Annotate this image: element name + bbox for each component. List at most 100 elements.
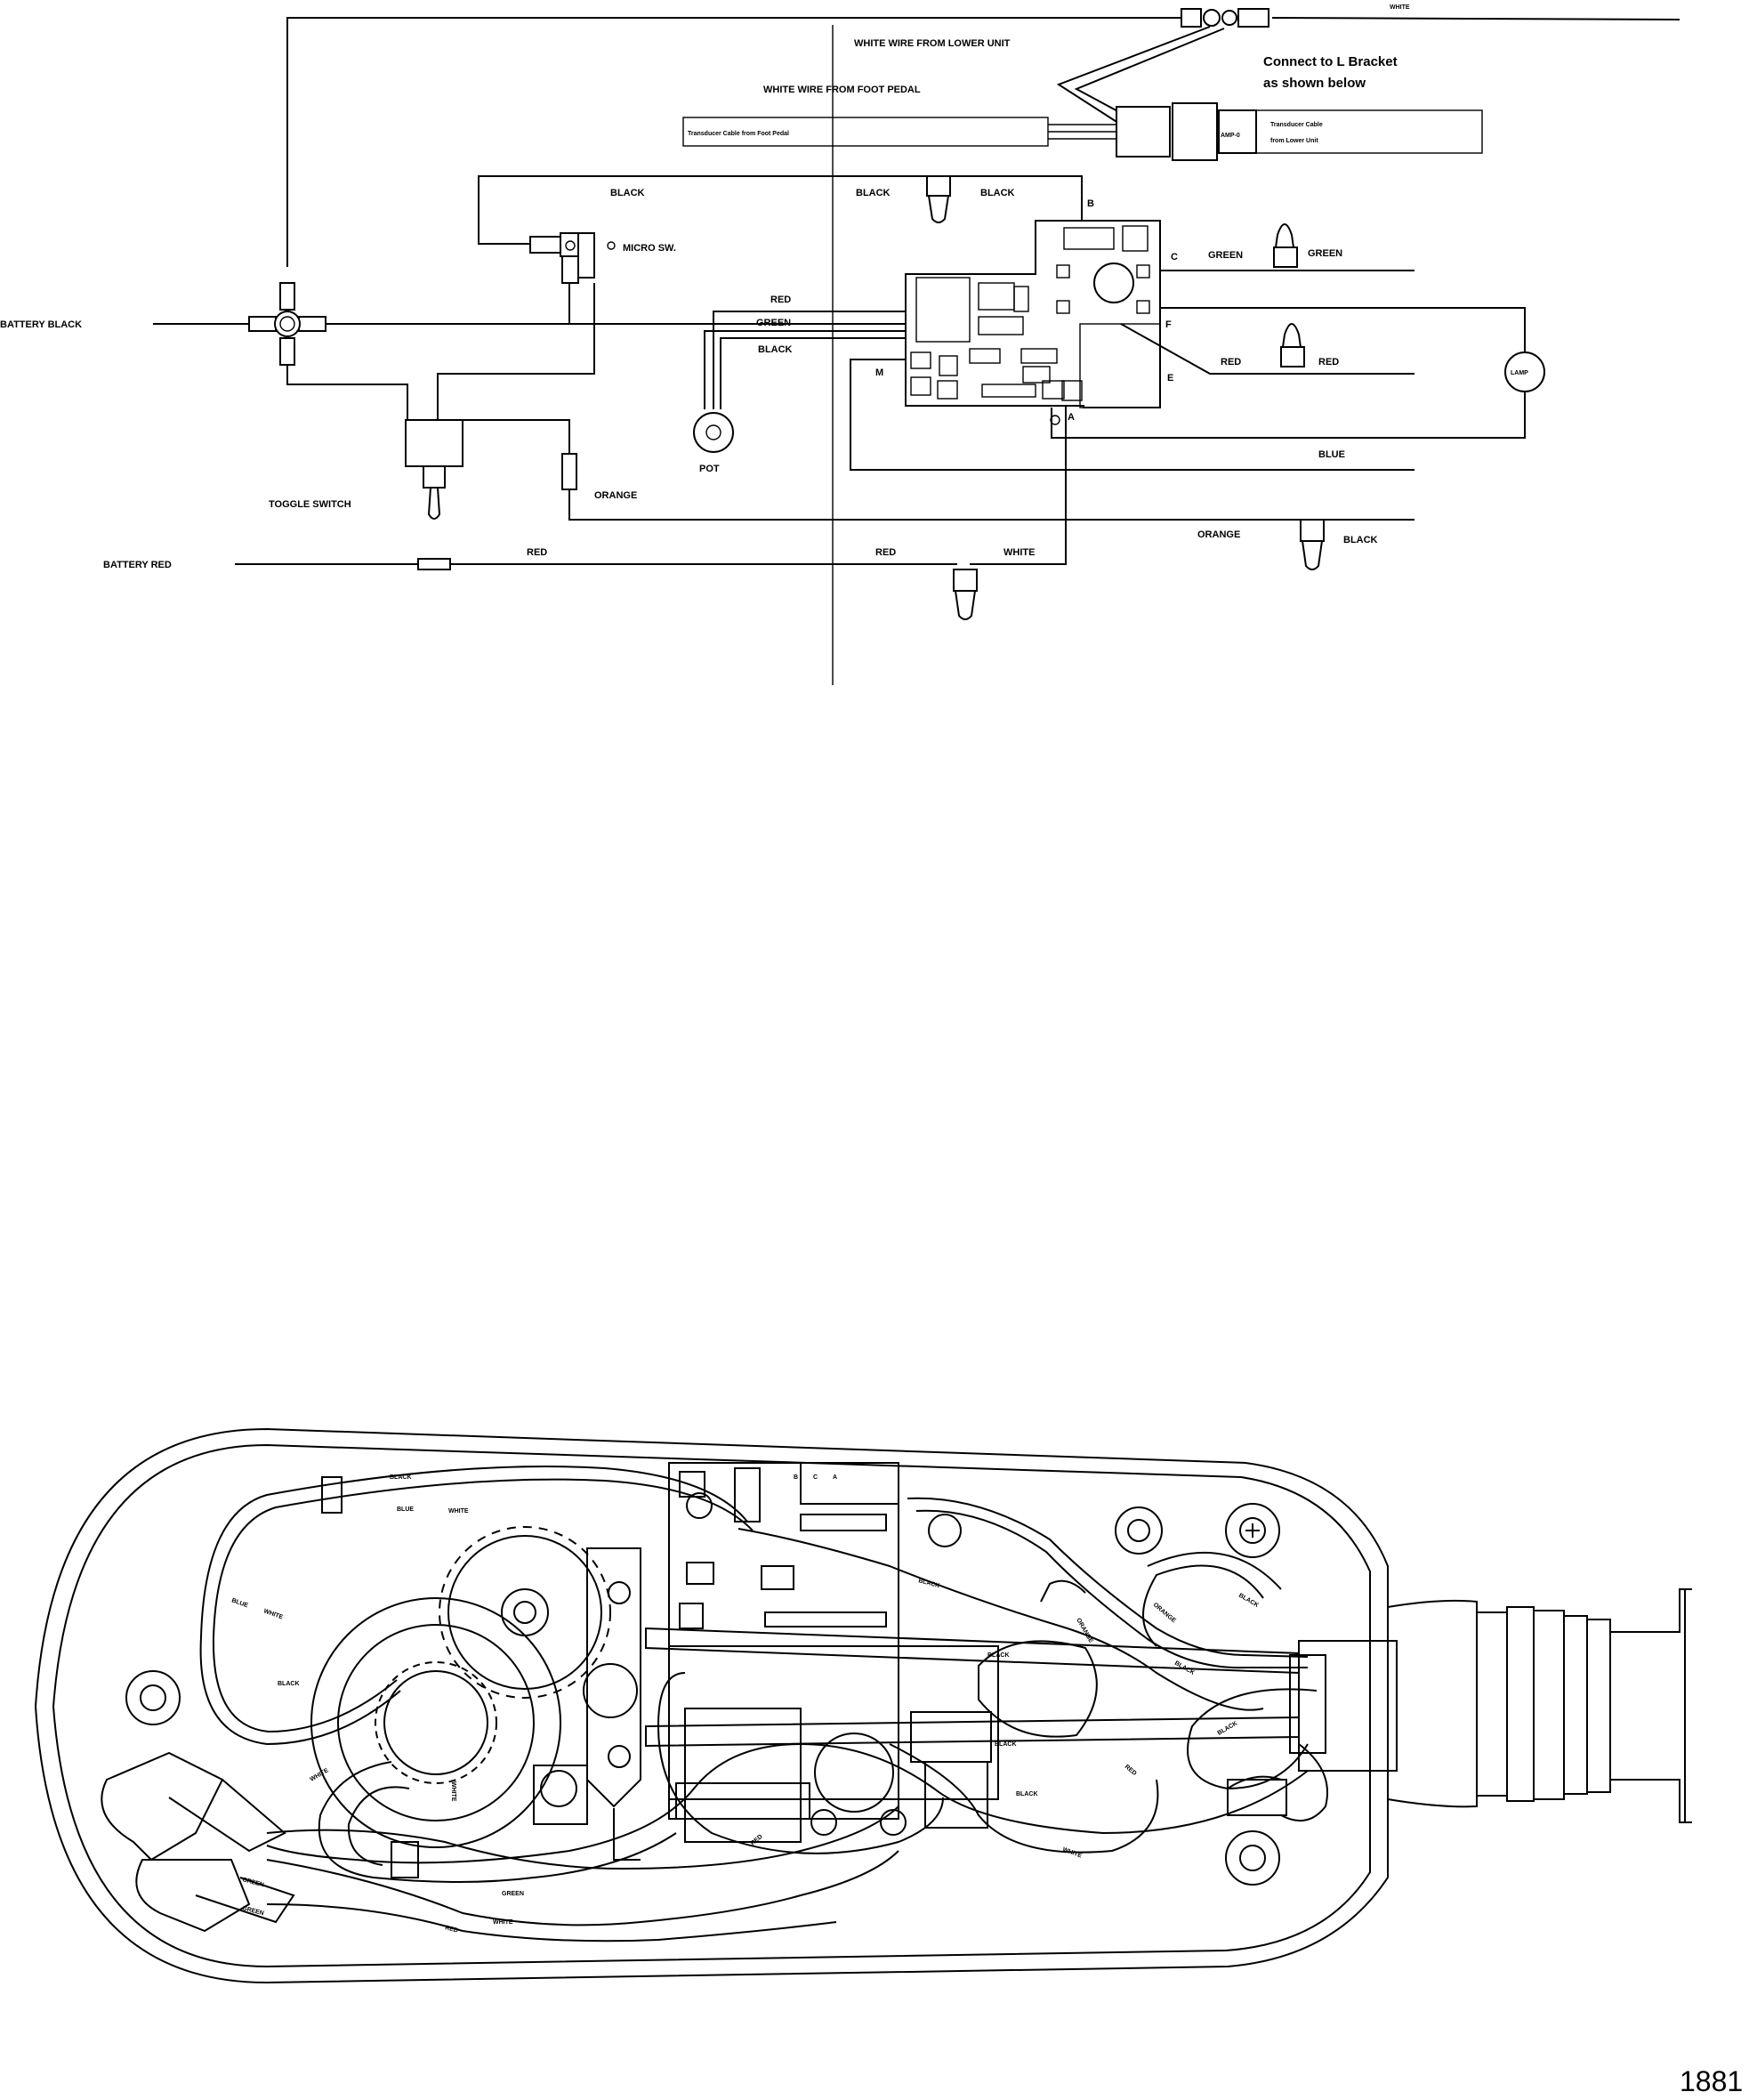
label-orange-left: ORANGE [594,490,637,501]
label-pot: POT [699,464,720,474]
lamp: LAMP [1504,351,1545,392]
h-label-white-2: WHITE [262,1608,284,1620]
h-label-black-1: BLACK [390,1474,412,1481]
h-label-blue-1: BLUE [397,1506,414,1513]
drive-gear [310,1526,611,1848]
micro-switch: MICRO SW. [529,232,676,284]
h-label-black-4: BLACK [987,1652,1010,1659]
label-amp: AMP-0 [1221,133,1240,139]
housing-drawing: B C A [34,1427,1692,1984]
h-label-white-5: WHITE [493,1919,513,1926]
h-label-black-9: BLACK [1217,1720,1239,1736]
junction-connector [248,282,326,366]
toggle-switch: TOGGLE SWITCH [269,419,463,520]
h-label-black-7: BLACK [1237,1593,1260,1609]
left-connectors [101,1476,1326,1933]
pot-wire-green [704,330,906,409]
h-label-black-2: BLACK [278,1681,300,1687]
terminal-e: E [1167,373,1173,384]
circuit-board: B C F E A M [875,198,1178,425]
terminal-a: A [1068,412,1075,423]
label-green-c1: GREEN [1208,250,1243,261]
white-bottom-wire [970,392,1067,565]
transducer-cable-right: Transducer Cable from Lower Unit [1255,109,1483,154]
h-label-black-5: BLACK [995,1741,1017,1748]
housing-circuit-board: B C A [668,1462,999,1843]
h-label-orange-1: ORANGE [1075,1618,1094,1644]
diag-wire-2 [1074,28,1225,115]
h-label-black-6: BLACK [1016,1791,1038,1797]
label-toggle-switch: TOGGLE SWITCH [269,499,351,510]
h-label-white-4: WHITE [450,1781,456,1802]
white-wire-top [286,17,1183,267]
lamp-loop-wire [1051,307,1526,439]
housing-wires [199,1466,1328,1942]
label-red-bottom1: RED [527,547,547,558]
label-white-bottom: WHITE [1003,547,1035,558]
label-connect-line1: Connect to L Bracket [1263,54,1398,69]
board-label-a: A [833,1474,837,1481]
h-label-red-2: RED [750,1834,764,1847]
terminal-m: M [875,368,883,378]
h-label-green-1: GREEN [241,1877,264,1888]
board-label-c: C [813,1474,818,1481]
label-transducer-right-1: Transducer Cable [1270,122,1323,128]
cable-bundle [645,1627,1300,1748]
label-red-pot: RED [770,295,791,305]
schematic: WHITE WHITE WIRE FROM LOWER UNIT WHITE W… [0,4,1680,685]
label-black-top-left: BLACK [610,188,645,198]
bracket [533,1547,641,1861]
label-battery-red: BATTERY RED [103,560,172,570]
label-battery-black: BATTERY BLACK [0,319,82,330]
housing-inner [52,1443,1371,1968]
housing-outer [34,1427,1389,1984]
label-red-e2: RED [1318,357,1339,368]
h-label-white-6: WHITE [1061,1846,1083,1859]
pot-wire-red [713,311,906,409]
wire-nut-top [926,175,951,223]
h-label-green-3: GREEN [502,1891,524,1897]
h-label-orange-2: ORANGE [1152,1602,1177,1624]
terminal-f: F [1165,319,1172,330]
transducer-connector: AMP-0 [1048,102,1257,161]
label-transducer-left: Transducer Cable from Foot Pedal [688,131,789,137]
wire-nut-orange [1300,519,1325,570]
label-white-top: WHITE [1390,4,1410,11]
page-number: 1881 [1680,2065,1743,2097]
label-white-wire-lower-unit: WHITE WIRE FROM LOWER UNIT [854,38,1011,49]
board-label-b: B [794,1474,798,1481]
wire-nut-bottom [953,569,978,620]
black-wire-loop [478,175,1083,245]
terminal-b: B [1087,198,1094,209]
transducer-cable-left: Transducer Cable from Foot Pedal [682,117,1049,147]
label-orange-right: ORANGE [1197,529,1240,540]
h-label-red-3: RED [1124,1764,1138,1777]
housing-wire-labels: BLACK BLUE WHITE BLUE WHITE BLACK WHITE … [230,1474,1259,1934]
label-black-right: BLACK [1343,535,1378,545]
diag-wire-1 [1056,26,1211,125]
wire-nut-red [1280,323,1305,368]
label-white-wire-foot-pedal: WHITE WIRE FROM FOOT PEDAL [763,85,921,95]
h-label-white-3: WHITE [310,1767,330,1783]
label-red-e1: RED [1221,357,1241,368]
white-wire-top-right [1271,17,1680,20]
label-black-pot: BLACK [758,344,793,355]
label-transducer-right-2: from Lower Unit [1270,138,1318,144]
battery-red-fuse [417,558,451,570]
top-butt-connector [1181,8,1269,28]
junction-to-toggle [286,365,408,420]
label-black-top-mid2: BLACK [980,188,1015,198]
h-label-red-1: RED [444,1925,458,1934]
label-blue: BLUE [1318,449,1345,460]
potentiometer: POT [693,412,734,474]
label-lamp: LAMP [1511,370,1528,376]
label-red-bottom2: RED [875,547,896,558]
h-label-black-3: BLACK [917,1578,939,1589]
red-e-wire [1120,323,1415,375]
orange-fuse [561,453,577,490]
terminal-c: C [1171,252,1178,262]
h-label-white-1: WHITE [448,1508,469,1514]
screw-bosses [125,1492,1280,1886]
h-label-blue-2: BLUE [230,1597,249,1609]
